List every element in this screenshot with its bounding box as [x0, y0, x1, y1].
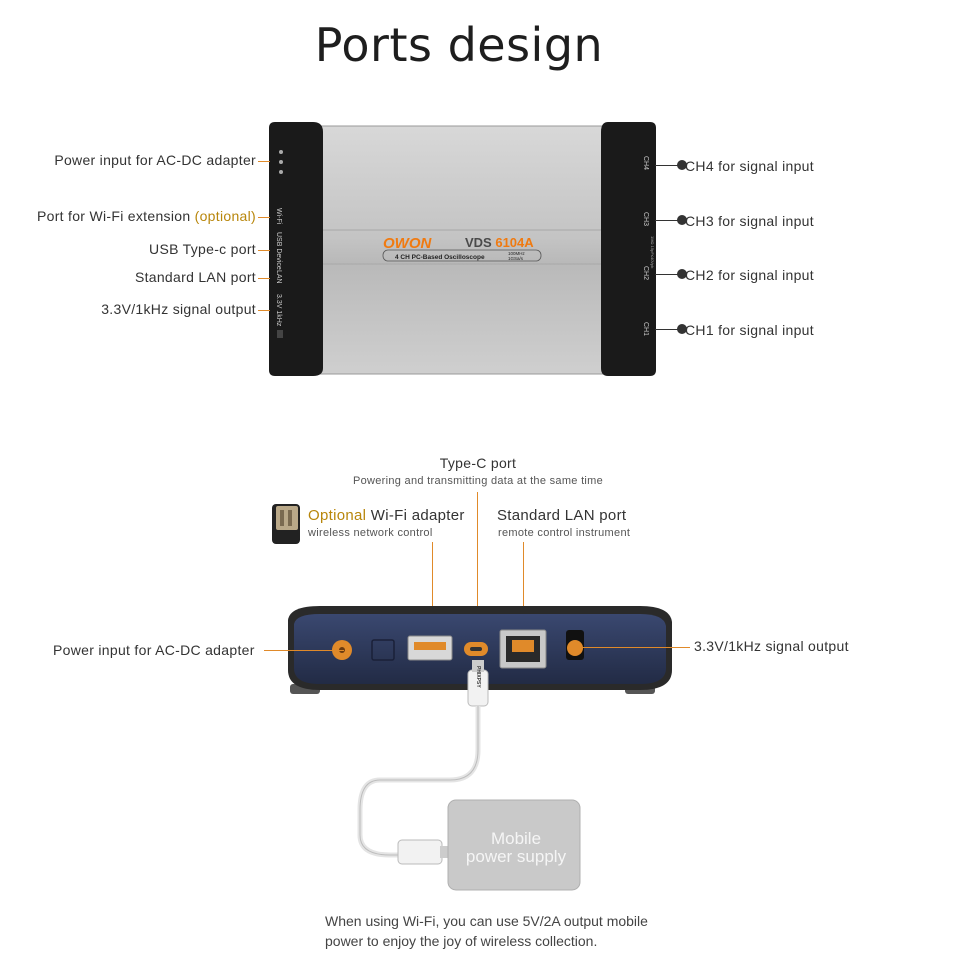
typec-subtitle: Powering and transmitting data at the sa…	[352, 475, 604, 487]
rear-callout-signal-output: 3.3V/1kHz signal output	[694, 638, 849, 654]
bnc-connector-ch3	[655, 213, 687, 231]
leader-line	[576, 647, 690, 648]
brand-logo: OWON	[383, 235, 432, 252]
side-label-ch3: CH3	[642, 212, 649, 226]
side-label-ch4: CH4	[642, 156, 649, 170]
power-bank-line1: Mobile	[491, 829, 541, 848]
leader-line	[258, 278, 270, 279]
svg-text:VDS 6104A: VDS 6104A	[465, 235, 534, 250]
leader-line	[258, 217, 270, 218]
device-spec-1: 100MHz	[508, 251, 526, 256]
bnc-connector-ch1	[655, 322, 687, 340]
leader-line	[264, 650, 344, 651]
side-label-ch2: CH2	[642, 266, 649, 280]
device-subtitle: 4 CH PC-Based Oscilloscope	[395, 254, 485, 261]
cable-brand-label: PHIXPSY	[475, 666, 481, 688]
svg-text:1MΩ 15pF≤40Vpk: 1MΩ 15pF≤40Vpk	[650, 236, 655, 268]
callout-power-input: Power input for AC-DC adapter	[54, 152, 256, 168]
wifi-adapter-subtitle: wireless network control	[308, 527, 433, 539]
callout-wifi-port: Port for Wi-Fi extension (optional)	[36, 208, 256, 224]
callout-lan-port: Standard LAN port	[134, 269, 256, 285]
oscilloscope-rear-view	[288, 606, 672, 694]
callout-ch2: CH2 for signal input	[685, 267, 814, 283]
side-label-lan: LAN	[275, 270, 282, 284]
model-suffix: 6104A	[495, 235, 534, 250]
callout-ch3: CH3 for signal input	[685, 213, 814, 229]
bnc-connector-ch4	[655, 158, 687, 176]
leader-line	[523, 542, 524, 638]
typec-title: Type-C port	[439, 455, 517, 471]
callout-usb-port: USB Type-c port	[149, 241, 256, 257]
oscilloscope-top-view: Wi-Fi USB Device LAN 3.3V 1kHz CH4 CH3 C…	[269, 122, 656, 376]
leader-line	[258, 310, 270, 311]
side-label-signal: 3.3V 1kHz	[275, 294, 282, 327]
usb-cable-and-power-bank: Mobile power supply	[357, 660, 581, 891]
lan-title: Standard LAN port	[497, 507, 627, 524]
callout-ch1: CH1 for signal input	[685, 322, 814, 338]
leader-line	[477, 492, 478, 638]
callout-signal-output: 3.3V/1kHz signal output	[101, 301, 256, 317]
wifi-adapter-title: Optional Wi-Fi adapter	[308, 507, 465, 524]
wifi-usage-note: When using Wi-Fi, you can use 5V/2A outp…	[325, 913, 648, 949]
side-label-wifi: Wi-Fi	[275, 208, 282, 225]
lan-subtitle: remote control instrument	[498, 527, 631, 539]
page-title: Ports design	[314, 18, 604, 72]
rear-callout-power-input: Power input for AC-DC adapter	[53, 642, 255, 658]
side-label-usb: USB Device	[275, 232, 282, 270]
leader-line	[432, 542, 433, 638]
callout-ch4: CH4 for signal input	[685, 158, 814, 174]
wifi-adapter-icon	[272, 504, 300, 544]
device-spec-2: 1GSa/s	[508, 256, 524, 261]
bnc-connector-ch2	[655, 267, 687, 285]
leader-line	[258, 250, 270, 251]
side-label-ch1: CH1	[642, 322, 649, 336]
model-prefix: VDS	[465, 235, 495, 250]
power-bank-line2: power supply	[466, 847, 567, 866]
leader-line	[258, 161, 270, 162]
